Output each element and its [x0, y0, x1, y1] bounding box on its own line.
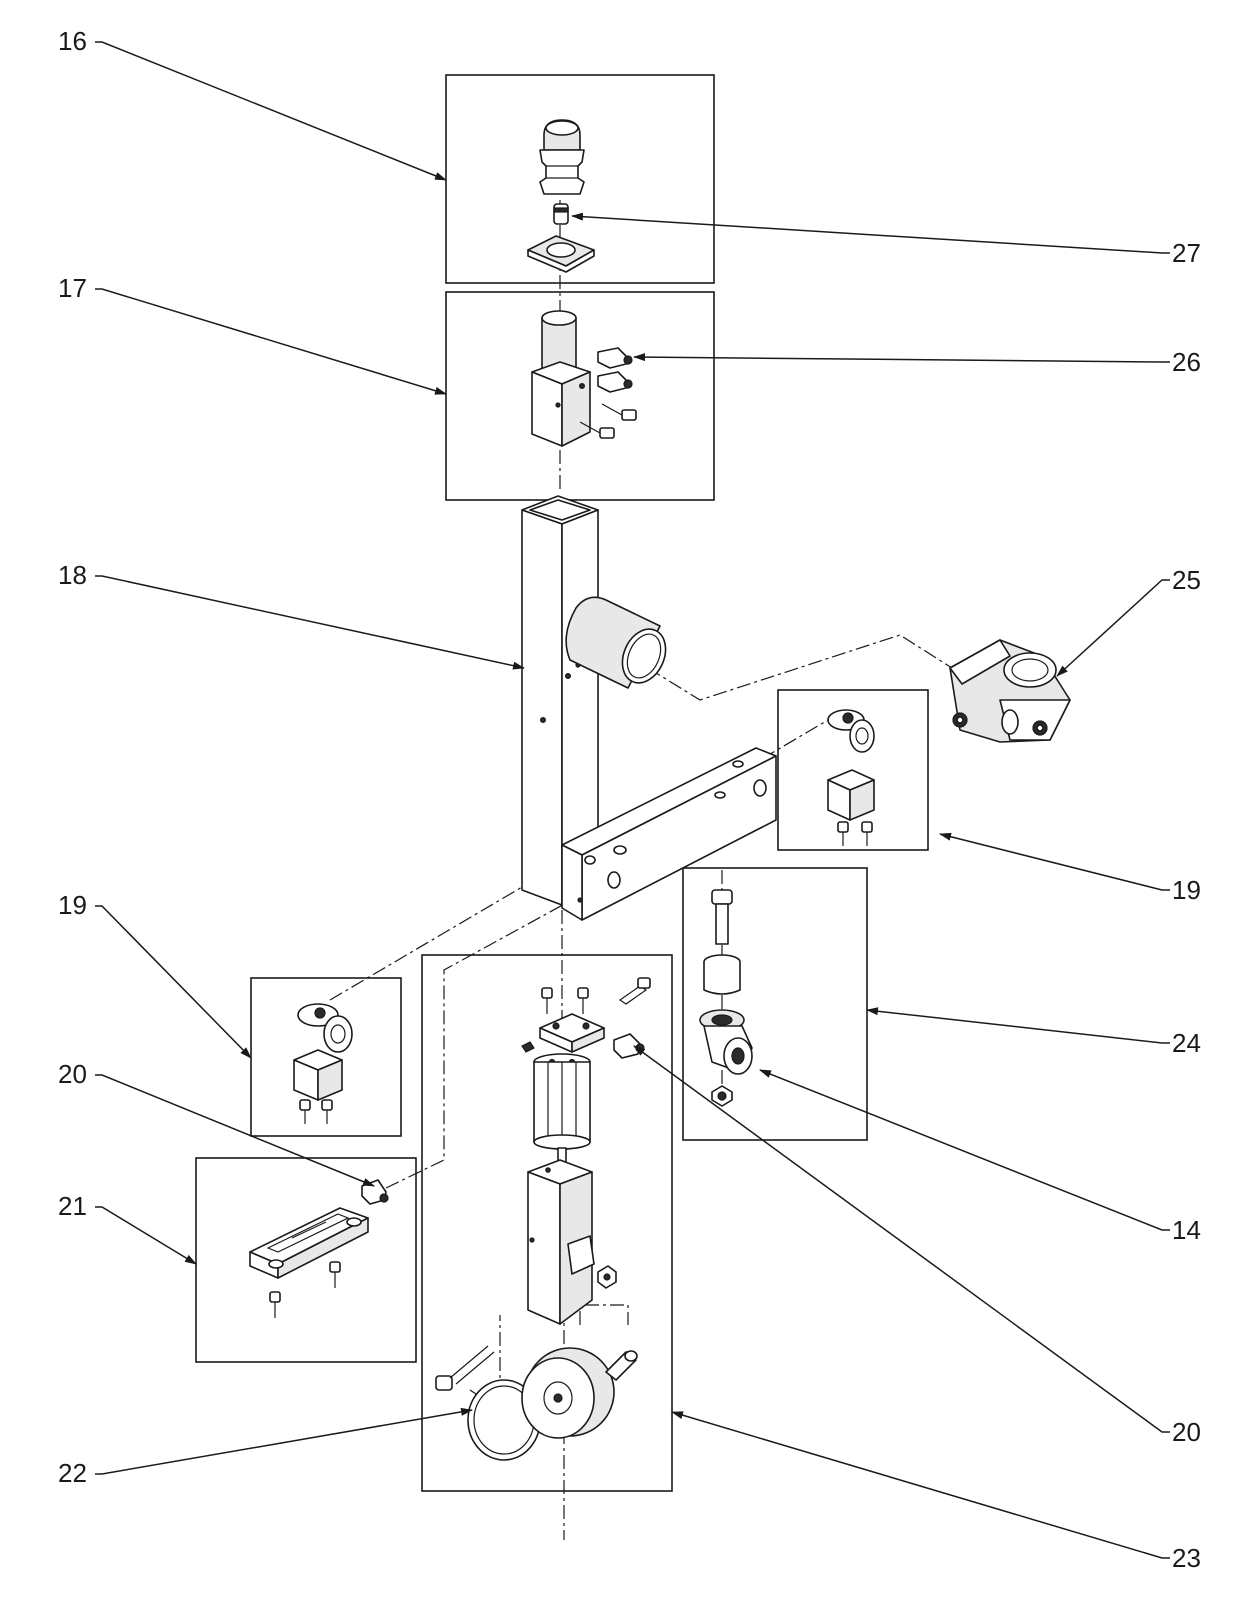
callout-26: 26: [1172, 347, 1201, 377]
detail-box-24: [682, 867, 868, 1141]
callout-19-left: 19: [58, 890, 87, 920]
callout-20-left: 20: [58, 1059, 87, 1089]
callout-17: 17: [58, 273, 87, 303]
callout-16: 16: [58, 26, 87, 56]
callout-23: 23: [1172, 1543, 1201, 1573]
callout-22: 22: [58, 1458, 87, 1488]
callout-19-right: 19: [1172, 875, 1201, 905]
callout-14: 14: [1172, 1215, 1201, 1245]
clamp-part-25: [949, 639, 1071, 743]
detail-box-19-right: [777, 689, 929, 851]
detail-box-23: [421, 954, 673, 1492]
callout-24: 24: [1172, 1028, 1201, 1058]
frame-tube-part-18: [521, 495, 777, 921]
callout-25: 25: [1172, 565, 1201, 595]
cylinder-assembly-part-23: [435, 977, 651, 1461]
detail-box-17: [445, 291, 715, 501]
bracket-part-19-right: [827, 709, 875, 846]
callout-20-right: 20: [1172, 1417, 1201, 1447]
knob-part-16: [527, 119, 595, 273]
callout-27: 27: [1172, 238, 1201, 268]
bracket-part-19-left: [293, 1003, 353, 1124]
flowmeter-part-21: [249, 1179, 389, 1318]
caster-part-24: [699, 889, 753, 1107]
callout-labels: 16 17 18 19 20 21 22 27 26 25 19 24 14 2…: [58, 26, 1201, 1573]
leader-lines: [95, 41, 1170, 1559]
callout-18: 18: [58, 560, 87, 590]
valve-block-part-17: [531, 310, 637, 447]
callout-21: 21: [58, 1191, 87, 1221]
